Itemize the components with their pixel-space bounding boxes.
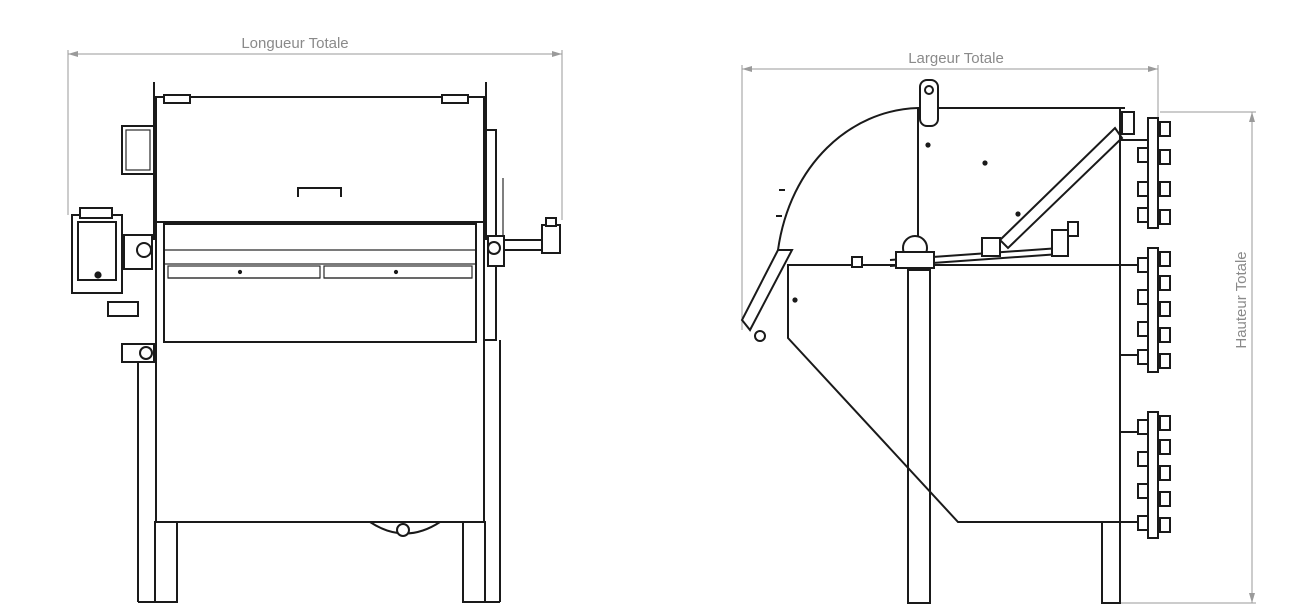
drum [163, 223, 477, 343]
front-leg-left [154, 521, 178, 603]
side-leg-right [1101, 521, 1121, 604]
length-dimension: Longueur Totale [67, 35, 563, 220]
length-label: Longueur Totale [241, 35, 348, 52]
inclined-chute [740, 249, 794, 332]
diagonal-arm [998, 126, 1124, 250]
side-tank-body [787, 264, 1121, 523]
hinge-right [441, 94, 469, 104]
front-view: Longueur Totale [67, 35, 563, 603]
flange-stack-middle [1120, 247, 1171, 373]
lid-handle [297, 187, 342, 197]
width-label: Largeur Totale [908, 50, 1004, 67]
right-valve-fitting [487, 217, 561, 267]
height-label: Hauteur Totale [1233, 251, 1250, 348]
flange-stack-top [1120, 117, 1171, 229]
width-dimension: Largeur Totale [741, 50, 1159, 330]
side-leg-center [907, 269, 931, 604]
control-box [71, 207, 123, 294]
motor-box [121, 125, 155, 175]
height-dimension: Hauteur Totale [1120, 111, 1256, 604]
flange-stack-bottom [1120, 411, 1171, 539]
curved-hood [777, 107, 919, 251]
front-leg-right [462, 521, 486, 603]
side-view: Largeur Totale Hauteur Totale [740, 50, 1256, 604]
front-tank-body [155, 96, 485, 523]
hinge-left [163, 94, 191, 104]
